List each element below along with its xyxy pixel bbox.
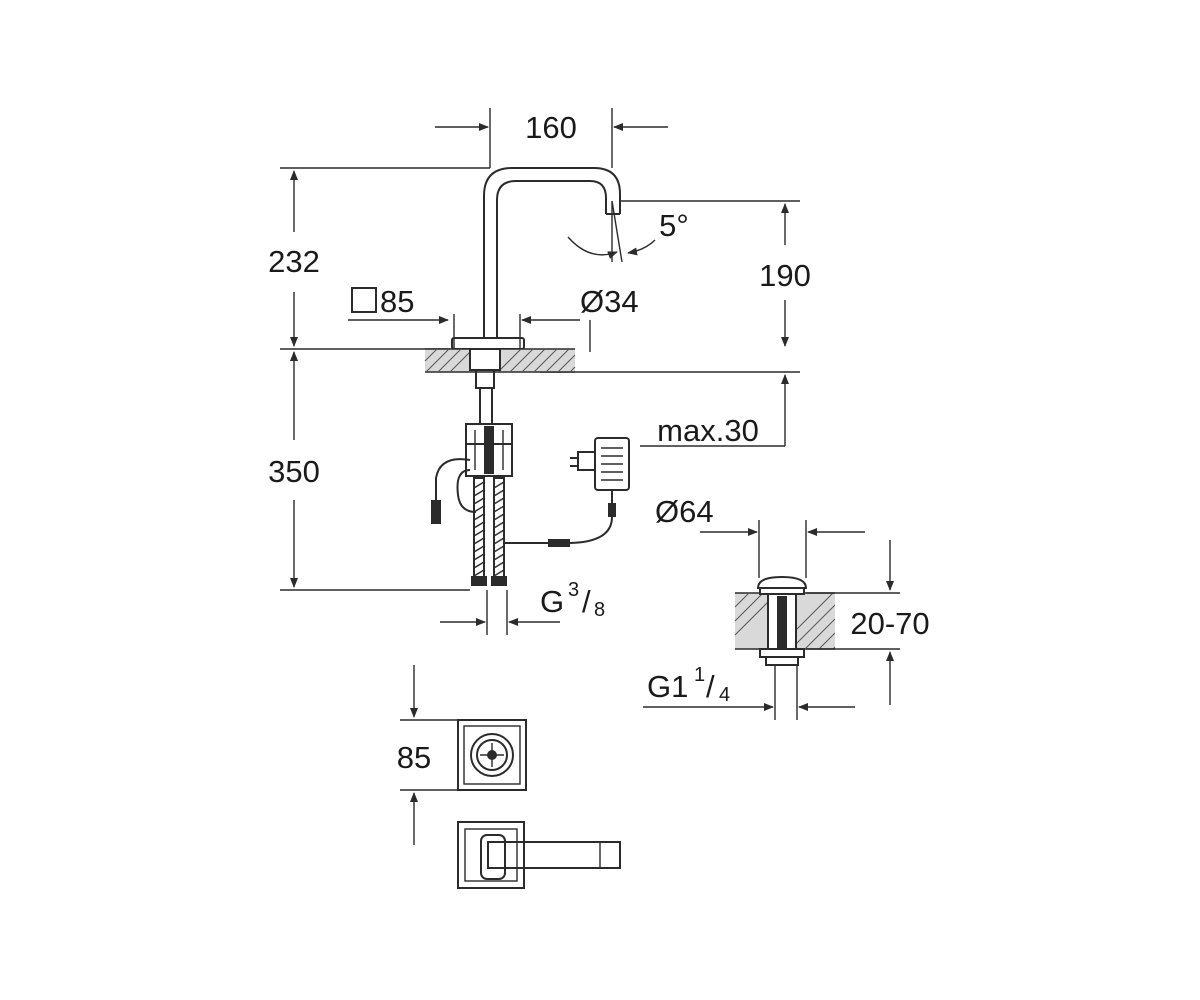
hatch-line — [437, 348, 462, 373]
hose-braid-line — [493, 553, 505, 561]
hose-braid-line — [493, 521, 505, 529]
hatch-line — [545, 348, 570, 373]
hose-braid-line — [493, 537, 505, 545]
hose-braid-line — [473, 481, 485, 489]
dim-spout-height-label: 190 — [759, 258, 811, 293]
hatch-line — [790, 604, 836, 650]
mounting-shank — [469, 348, 501, 425]
hatch-line — [424, 348, 438, 362]
hose-braid-line — [493, 513, 505, 521]
dim-total-height-label: 232 — [268, 244, 320, 279]
dim-spout-diameter-label: Ø34 — [580, 284, 639, 319]
hose-braid-line — [493, 481, 505, 489]
hose-braid-line — [493, 505, 505, 513]
hose-braid-line — [473, 529, 485, 537]
power-adapter — [504, 437, 630, 547]
hose-braid-line — [473, 521, 485, 529]
dim-spout-height: 190 — [620, 200, 811, 347]
dim-drain-range-label: 20-70 — [850, 606, 929, 641]
dim-drain-diameter: Ø64 — [655, 494, 865, 578]
dim-drain-range: 20-70 — [806, 540, 930, 705]
hatch-line — [497, 348, 522, 373]
dim-spout-reach-label: 160 — [525, 110, 577, 145]
hose-braid-line — [473, 561, 485, 569]
dim-connection: G 3 / 8 — [440, 579, 605, 635]
hatch-line — [569, 366, 576, 373]
dim-spout-reach: 160 — [435, 108, 668, 168]
dim-connection-num: 3 — [568, 579, 579, 601]
dim-drain-thread-num: 1 — [694, 664, 705, 686]
dim-below-deck: 350 — [268, 351, 470, 591]
hose-braid-line — [473, 513, 485, 521]
hatch-line — [734, 592, 764, 622]
dim-spout-angle-label: 5° — [659, 208, 689, 243]
hatch-line — [425, 348, 450, 373]
hose-braid-line — [473, 553, 485, 561]
dim-drain-thread-main: G1 — [647, 669, 688, 704]
hose-braid-line — [473, 569, 485, 577]
hose-braid-line — [493, 545, 505, 553]
dim-spout-angle: 5° — [567, 200, 689, 263]
hatch-line — [804, 618, 836, 650]
dim-connection-main: G — [540, 584, 564, 619]
hatch-line — [509, 348, 534, 373]
hose-braid-line — [473, 537, 485, 545]
sensor-cable — [431, 458, 477, 524]
dim-deck-max: max.30 — [540, 371, 800, 448]
hatch-line — [557, 354, 576, 373]
hose-braid-line — [493, 561, 505, 569]
hose-braid-line — [493, 497, 505, 505]
dim-connection-slash: / — [582, 584, 591, 619]
control-box — [465, 423, 513, 477]
dim-total-height: 232 — [268, 167, 490, 350]
dim-plate-size: 85 — [397, 665, 470, 845]
dim-base-square-label: 85 — [380, 284, 414, 319]
hose-braid-line — [493, 569, 505, 577]
hose-braid-line — [493, 489, 505, 497]
hose-braid-line — [473, 545, 485, 553]
hose-braid-line — [493, 529, 505, 537]
dim-deck-max-label: max.30 — [657, 413, 759, 448]
base-plate-top-view — [457, 719, 527, 791]
dim-drain-thread: G1 1 / 4 — [643, 664, 855, 720]
hose-braid-line — [473, 489, 485, 497]
square-symbol-icon — [351, 287, 377, 313]
supply-hoses — [471, 477, 507, 586]
spout-top-view — [457, 821, 621, 889]
hatch-line — [818, 632, 836, 650]
hatch-line — [533, 348, 558, 373]
dim-drain-diameter-label: Ø64 — [655, 494, 714, 529]
dim-plate-size-label: 85 — [397, 740, 431, 775]
faucet-body — [451, 167, 621, 350]
dim-drain-thread-den: 4 — [719, 684, 730, 706]
dim-drain-thread-slash: / — [706, 669, 715, 704]
hatch-line — [734, 592, 750, 608]
dim-base-square: 85 — [348, 284, 455, 348]
dim-below-deck-label: 350 — [268, 454, 320, 489]
hatch-line — [521, 348, 546, 373]
hose-braid-line — [473, 497, 485, 505]
dim-connection-den: 8 — [594, 599, 605, 621]
dim-spout-diameter: Ø34 — [519, 284, 639, 352]
pop-up-drain — [756, 575, 808, 666]
hose-braid-line — [473, 505, 485, 513]
